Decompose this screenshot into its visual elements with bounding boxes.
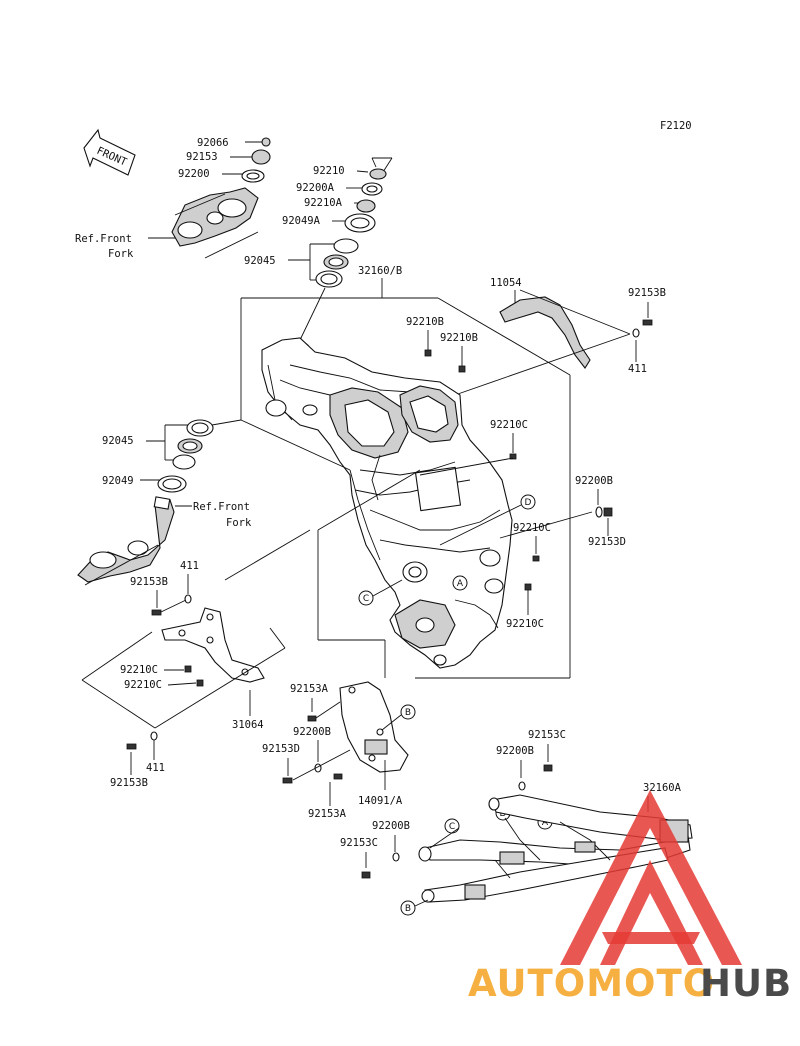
label-92200-top: 92200 <box>178 168 210 180</box>
callout-a-frame <box>452 575 468 591</box>
lower-steering-group: 92045 92049 Ref.Front Fork <box>77 419 252 586</box>
watermark-text-hub: HUB <box>700 962 792 1005</box>
label-92200B-b2: 92200B <box>372 820 410 832</box>
watermark-logo: AUTOMOTO HUB <box>468 790 792 1005</box>
callout-d-label: D <box>525 498 532 508</box>
label-92200B-mid: 92200B <box>293 726 331 738</box>
label-92049: 92049 <box>102 475 134 487</box>
bolt-92153B-top <box>642 319 653 326</box>
ref-front-fork-label-1b: Fork <box>108 248 134 260</box>
seat-rail-group: 11054 92153B 411 <box>454 277 666 396</box>
callout-c-frame <box>358 590 374 606</box>
label-92045-mid: 92045 <box>102 435 134 447</box>
label-92153C-2: 92153C <box>340 837 378 849</box>
label-92153B-bot: 92153B <box>110 777 148 789</box>
bearing-upper-1 <box>333 238 359 254</box>
front-arrow-icon: FRONT <box>83 128 136 176</box>
cover-14091A-group: 92153A B 92200B 92153D 92153A 14091/A <box>262 681 416 820</box>
label-92153-top: 92153 <box>186 151 218 163</box>
label-92153A-1: 92153A <box>290 683 329 695</box>
steering-head-stack: 92210 92200A 92210A 92049A 92045 <box>244 157 393 341</box>
label-92153C-1: 92153C <box>528 729 566 741</box>
nut-92210 <box>369 168 387 180</box>
callout-b-label-1: B <box>405 708 411 718</box>
callout-c-label: C <box>363 594 369 604</box>
label-92045-top: 92045 <box>244 255 276 267</box>
label-92153D-right: 92153D <box>588 536 626 548</box>
callout-b-cover <box>400 704 416 720</box>
label-92200B-right: 92200B <box>575 475 613 487</box>
label-32160A: 32160A <box>643 782 682 794</box>
label-92210A: 92210A <box>304 197 343 209</box>
label-92153B-top: 92153B <box>628 287 666 299</box>
label-411-bot: 411 <box>146 762 165 774</box>
lower-triple-clamp <box>77 499 175 583</box>
label-92049A: 92049A <box>282 215 321 227</box>
label-92210C-2: 92210C <box>513 522 551 534</box>
bracket-31064 <box>161 607 265 683</box>
label-11054: 11054 <box>490 277 522 289</box>
watermark-text-auto: AUTOMOTO <box>468 962 715 1005</box>
label-92210: 92210 <box>313 165 345 177</box>
label-32160B: 32160/B <box>358 265 402 277</box>
label-92210C-4: 92210C <box>120 664 158 676</box>
callout-c-label-2: C <box>449 822 455 832</box>
nut-92153 <box>251 149 271 165</box>
label-14091A: 14091/A <box>358 795 403 807</box>
callout-a-label: A <box>457 579 464 589</box>
bracket-31064-group: 411 92153B 92210C 92210C 31064 411 92153… <box>81 529 311 789</box>
label-92153B-left: 92153B <box>130 576 168 588</box>
label-411-top: 411 <box>628 363 647 375</box>
ref-front-fork-label-1: Ref.Front <box>75 233 132 245</box>
cover-14091A <box>339 681 409 773</box>
label-92153A-2: 92153A <box>308 808 347 820</box>
label-411-left: 411 <box>180 560 199 572</box>
bearing-lower-2 <box>172 454 196 470</box>
label-92210C-1: 92210C <box>490 419 528 431</box>
callout-b-label-2: B <box>405 904 411 914</box>
label-92200A: 92200A <box>296 182 335 194</box>
upper-bracket-group: 92066 92153 92200 Ref.Front Fork <box>75 137 271 260</box>
label-92153D-mid: 92153D <box>262 743 300 755</box>
label-92200B-bot: 92200B <box>496 745 534 757</box>
label-92210B-2: 92210B <box>440 332 478 344</box>
ref-front-fork-label-2: Ref.Front <box>193 501 250 513</box>
callout-d-frame <box>520 494 536 510</box>
label-92210B-1: 92210B <box>406 316 444 328</box>
cap-92066 <box>261 137 271 147</box>
nut-92210A <box>356 199 376 213</box>
label-92210C-3: 92210C <box>506 618 544 630</box>
main-frame <box>261 337 513 669</box>
label-31064: 31064 <box>232 719 264 731</box>
label-92210C-5: 92210C <box>124 679 162 691</box>
callout-a-label-2: A <box>542 818 549 828</box>
callout-b-subframe <box>400 900 416 916</box>
ref-front-fork-label-2b: Fork <box>226 517 252 529</box>
label-92066: 92066 <box>197 137 229 149</box>
diagram-code: F2120 <box>660 120 692 132</box>
seat-rail-11054 <box>499 296 591 369</box>
